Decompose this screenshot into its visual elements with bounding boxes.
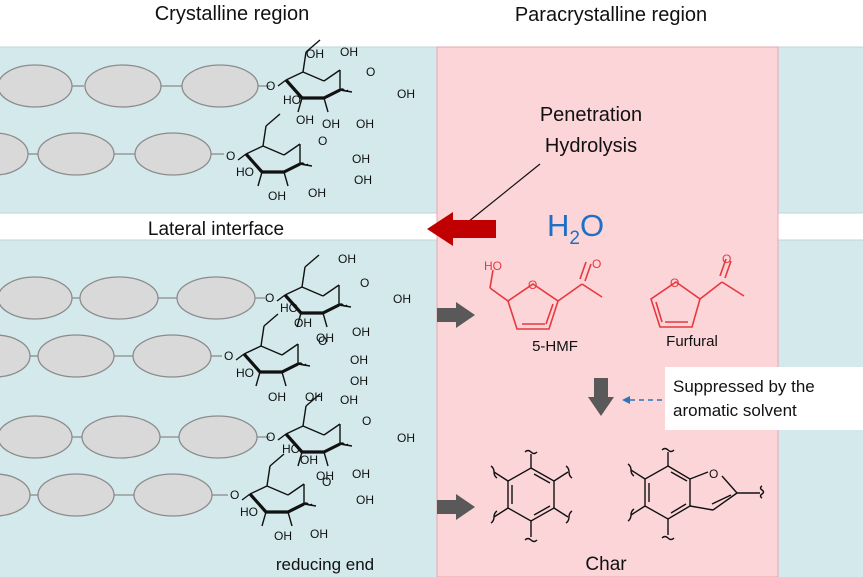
glucose-3-oh-right: OH — [393, 292, 411, 306]
suppressed-line-2: aromatic solvent — [673, 401, 797, 420]
cellulose-chain-3: O — [0, 253, 353, 329]
glucose-2-O: O — [226, 149, 235, 163]
glucose-4-oh-right2: OH — [350, 374, 368, 388]
glucose-2-oh-bottom: OH — [268, 189, 286, 203]
glucose-2-oh-bottom2: OH — [308, 186, 326, 200]
char-benzofuran — [627, 447, 765, 541]
penetration-pointer-line — [462, 163, 541, 227]
glucose-5-O: O — [266, 430, 275, 444]
glucose-2-ho-left: HO — [236, 165, 254, 179]
furfural-label: Furfural — [666, 333, 718, 350]
glucose-1-ring-o: O — [366, 65, 375, 79]
glucose-1-oh-bottom2: OH — [356, 117, 374, 131]
glucose-3-oh-bottom: OH — [316, 331, 334, 345]
glucose-5-oh-bottom: OH — [316, 469, 334, 483]
glucose-3-oh-top: OH — [338, 252, 356, 266]
hmf-ring-o: O — [528, 278, 537, 292]
grey-arrow-to-char — [437, 494, 475, 520]
glucose-1-oh-top: OH — [306, 47, 324, 61]
glucose-1-oh-right: OH — [397, 87, 415, 101]
furfural-molecule — [650, 258, 745, 328]
dashed-arrow-left — [622, 396, 662, 404]
penetration-label: Penetration — [540, 104, 642, 126]
furfural-ring-o: O — [670, 276, 679, 290]
glucose-5-ho-left: HO — [282, 442, 300, 456]
suppressed-line-1: Suppressed by the — [673, 377, 815, 396]
suppressed-note-box — [665, 367, 863, 430]
glucose-6-oh-right: OH — [356, 493, 374, 507]
char-label: Char — [585, 554, 627, 575]
hmf-molecule — [489, 261, 603, 330]
hmf-label: 5-HMF — [532, 338, 578, 355]
glucose-3-oh-bottom2: OH — [352, 325, 370, 339]
glucose-2-ring-o: O — [318, 134, 327, 148]
glucose-1-oh-bottom: OH — [322, 117, 340, 131]
reducing-end-label: reducing end — [276, 555, 374, 574]
water-subscript: 2 — [569, 228, 580, 249]
glucose-1-ho-left: HO — [283, 93, 301, 107]
glucose-6-ho-left: HO — [240, 505, 258, 519]
water-o: O — [580, 208, 604, 243]
glucose-4-oh-bottom2: OH — [305, 390, 323, 404]
glucose-6-oh-bottom: OH — [274, 529, 292, 543]
glucose-2-oh-top: OH — [296, 113, 314, 127]
paracrystalline-region-label: Paracrystalline region — [515, 4, 707, 26]
glucose-1-O: O — [266, 79, 275, 93]
hydrolysis-label: Hydrolysis — [545, 135, 637, 157]
lateral-interface-label: Lateral interface — [148, 219, 284, 240]
benzofuran-ring-o: O — [709, 467, 718, 481]
glucose-2-oh-right: OH — [352, 152, 370, 166]
glucose-1-oh-top2: OH — [340, 45, 358, 59]
grey-arrow-down — [588, 378, 614, 416]
hmf-aldehyde-o: O — [592, 257, 601, 271]
glucose-3-ho-left: HO — [280, 301, 298, 315]
glucose-4-ho-left: HO — [236, 366, 254, 380]
water-label: H2O — [547, 208, 604, 249]
glucose-5-ring-o: O — [362, 414, 371, 428]
glucose-3-ring-o: O — [360, 276, 369, 290]
glucose-6-oh-bottom2: OH — [310, 527, 328, 541]
glucose-4-O: O — [224, 349, 233, 363]
glucose-5-oh-bottom2: OH — [352, 467, 370, 481]
furfural-aldehyde-o: O — [722, 252, 731, 266]
glucose-2-oh-right2: OH — [354, 173, 372, 187]
grey-arrow-to-products — [437, 302, 475, 328]
hmf-ho: HO — [484, 259, 502, 273]
cellulose-chain-1: O — [0, 38, 354, 114]
glucose-6-O: O — [230, 488, 239, 502]
red-arrow-left — [427, 212, 496, 246]
water-h: H — [547, 208, 569, 243]
char-benzene — [490, 449, 573, 543]
glucose-3-O: O — [265, 291, 274, 305]
glucose-4-oh-bottom: OH — [268, 390, 286, 404]
glucose-5-oh-top: OH — [340, 393, 358, 407]
glucose-6-ring-o: O — [322, 475, 331, 489]
glucose-5-oh-right: OH — [397, 431, 415, 445]
cellulose-chain-5: O — [0, 392, 354, 468]
right-band-top — [778, 47, 863, 213]
glucose-6-oh-top: OH — [300, 453, 318, 467]
glucose-4-oh-right: OH — [350, 353, 368, 367]
glucose-4-oh-top: OH — [294, 316, 312, 330]
cellulose-chain-2: O — [0, 112, 314, 188]
cellulose-chain-4: O — [0, 312, 312, 388]
paracrystalline-region — [436, 46, 779, 577]
glucose-4-ring-o: O — [318, 334, 327, 348]
crystalline-region-label: Crystalline region — [155, 3, 310, 25]
cellulose-chain-6: O — [0, 452, 318, 528]
